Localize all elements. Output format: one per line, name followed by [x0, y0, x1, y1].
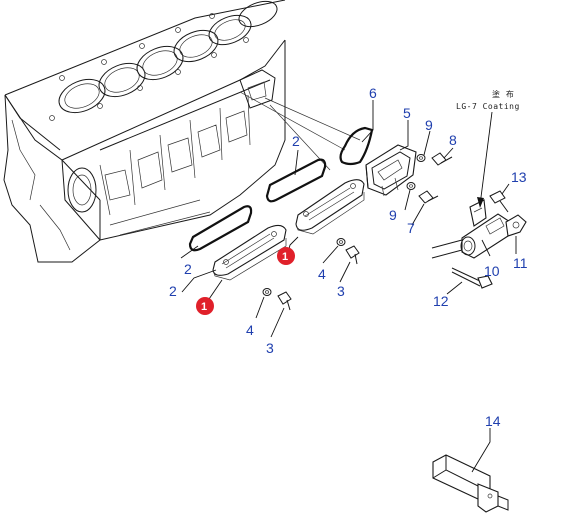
bolt-8	[431, 152, 453, 166]
callout-2-lower: 2	[169, 283, 177, 299]
connector-11	[505, 214, 527, 237]
callout-2-left: 2	[184, 261, 192, 277]
tool-14	[432, 454, 509, 513]
washer-4-lower	[262, 288, 272, 296]
washer-4-upper	[336, 238, 346, 246]
callout-6: 6	[369, 85, 377, 101]
callout-9-upper: 9	[425, 117, 433, 133]
alignment-lines	[239, 91, 361, 171]
cylinder-bores	[58, 0, 278, 114]
badge-1-upper: 1	[277, 247, 295, 265]
callout-2-middle: 2	[292, 133, 300, 149]
callout-12: 12	[433, 293, 449, 309]
engine-block	[3, 0, 286, 263]
callout-10: 10	[484, 263, 500, 279]
bolt-3-upper	[345, 245, 360, 265]
callout-8: 8	[449, 132, 457, 148]
washer-9-upper	[416, 154, 426, 162]
gasket-lower-2	[188, 205, 253, 252]
callout-4-upper: 4	[318, 266, 326, 282]
note-en: LG-7 Coating	[456, 102, 520, 111]
gasket-middle-2	[265, 158, 327, 203]
callout-14: 14	[485, 413, 501, 429]
callout-3-lower: 3	[266, 340, 274, 356]
cover-lower	[212, 224, 287, 281]
callout-11: 11	[513, 255, 528, 271]
callout-5: 5	[403, 105, 411, 121]
badge-1-lower: 1	[196, 297, 214, 315]
lg7-coating-note: 塗 布 LG-7 Coating	[456, 89, 520, 111]
valve-10	[431, 213, 511, 259]
gasket-upper-6	[339, 126, 374, 166]
housing-5	[365, 144, 417, 197]
callout-7: 7	[407, 220, 415, 236]
callout-9-lower: 9	[389, 207, 397, 223]
bolt-12	[451, 267, 493, 289]
washer-9-lower	[406, 182, 416, 190]
cover-upper	[295, 179, 365, 235]
note-jp: 塗 布	[492, 89, 514, 99]
bolt-7	[418, 190, 439, 204]
callout-4-lower: 4	[246, 322, 254, 338]
callout-3-upper: 3	[337, 283, 345, 299]
callout-labels: 2 2 2 4 3 4 3 6 5 9 8 9 7 13 10 11 12 14	[169, 85, 528, 429]
svg-text:1: 1	[282, 251, 288, 263]
bracket-lg7	[469, 199, 487, 227]
bolt-13	[489, 190, 509, 213]
svg-text:1: 1	[201, 301, 207, 313]
callout-13: 13	[511, 169, 527, 185]
leader-lines	[180, 100, 517, 473]
bolt-3-lower	[277, 291, 292, 311]
